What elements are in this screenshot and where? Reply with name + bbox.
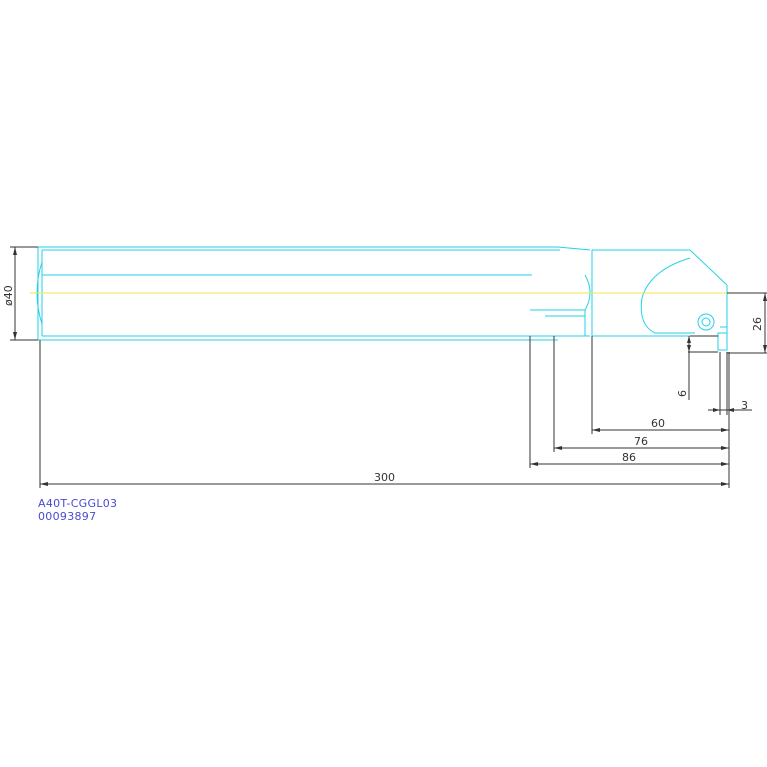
dim-26-label: 26 — [751, 317, 764, 331]
dim-3-arrow-left — [713, 408, 720, 412]
dim-60-label: 60 — [651, 417, 665, 430]
dim-60-arrow-right — [721, 428, 729, 432]
dim-76-label: 76 — [634, 435, 648, 448]
dim-76-arrow-left — [554, 446, 562, 450]
dim-86-arrow-right — [721, 462, 729, 466]
dim-3-arrow-right — [727, 408, 734, 412]
part-code-label: 00093897 — [38, 510, 97, 523]
dim-3-label: 3 — [741, 399, 748, 412]
part-number-label: A40T-CGGL03 — [38, 497, 118, 510]
dim-300-arrow-left — [40, 482, 48, 486]
dim-6-label: 6 — [676, 390, 689, 397]
dim-26-arrow-top — [763, 293, 767, 301]
dim-26-arrow-bottom — [763, 345, 767, 353]
dim-dia-arrow-top — [13, 247, 17, 255]
dim-86-arrow-left — [530, 462, 538, 466]
dim-6-arrow-top — [687, 336, 691, 343]
dim-60-arrow-left — [592, 428, 600, 432]
dim-300-arrow-right — [721, 482, 729, 486]
dim-300-label: 300 — [374, 471, 395, 484]
head-chamfer — [689, 249, 728, 286]
tool-outline — [36, 246, 728, 351]
taper-top — [557, 246, 591, 251]
clamp-arc — [640, 257, 695, 334]
dimensions — [10, 246, 767, 488]
dim-76-arrow-right — [721, 446, 729, 450]
dim-86-label: 86 — [622, 451, 636, 464]
dim-dia-arrow-bottom — [13, 332, 17, 340]
screw-inner — [701, 317, 711, 327]
insert-body — [717, 332, 728, 351]
dim-6-arrow-bottom — [687, 345, 691, 352]
dim-diameter-label: ø40 — [2, 285, 15, 306]
